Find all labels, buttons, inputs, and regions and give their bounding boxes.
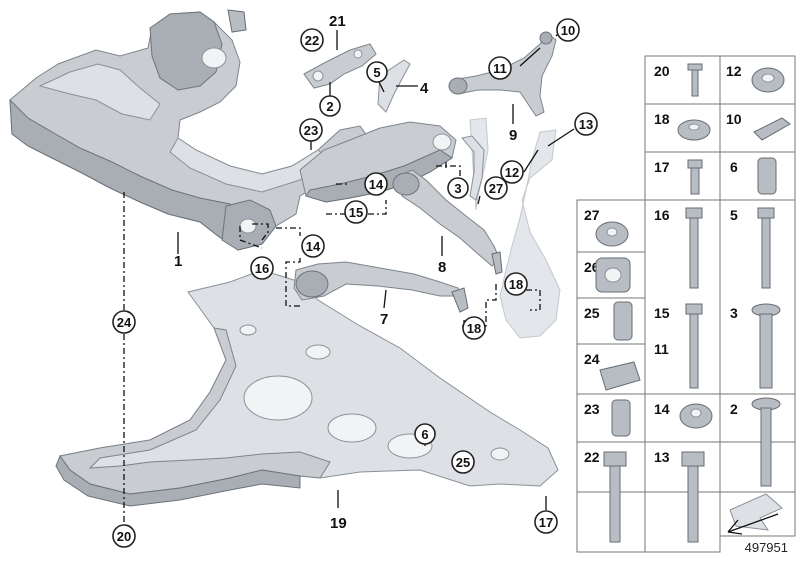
grid-label-16[interactable]: 16: [654, 207, 670, 223]
grid-label-2[interactable]: 2: [730, 401, 738, 417]
label-8[interactable]: 8: [438, 259, 446, 276]
callout-15[interactable]: 15: [349, 205, 363, 220]
grid-label-3[interactable]: 3: [730, 305, 738, 321]
front-subframe-1: [9, 9, 371, 251]
label-21[interactable]: 21: [329, 13, 346, 30]
hardware-icons: [595, 63, 791, 543]
label-4[interactable]: 4: [420, 80, 429, 97]
grid-label-6[interactable]: 6: [730, 159, 738, 175]
bracket-2-21: [303, 43, 377, 89]
diagram-id: 497951: [745, 540, 788, 555]
callout-14-lower[interactable]: 14: [306, 239, 321, 254]
callout-13[interactable]: 13: [579, 117, 593, 132]
callout-18-upper[interactable]: 18: [509, 277, 523, 292]
grid-label-14[interactable]: 14: [654, 401, 670, 417]
grid-label-23[interactable]: 23: [584, 401, 600, 417]
callout-5[interactable]: 5: [373, 65, 380, 80]
callout-6[interactable]: 6: [421, 427, 428, 442]
label-1[interactable]: 1: [174, 253, 182, 270]
callout-16[interactable]: 16: [255, 261, 269, 276]
grid-label-25[interactable]: 25: [584, 305, 600, 321]
control-arm-8: [392, 169, 503, 275]
callout-12[interactable]: 12: [505, 165, 519, 180]
grid-label-22[interactable]: 22: [584, 449, 600, 465]
grid-label-11[interactable]: 11: [654, 341, 669, 357]
grid-label-18[interactable]: 18: [654, 111, 670, 127]
callout-24[interactable]: 24: [117, 315, 132, 330]
callout-27[interactable]: 27: [489, 181, 503, 196]
link-3-27: [461, 135, 485, 201]
callout-11[interactable]: 11: [493, 61, 507, 76]
grid-label-20[interactable]: 20: [654, 63, 670, 79]
label-19[interactable]: 19: [330, 515, 347, 532]
label-7[interactable]: 7: [380, 311, 388, 328]
callout-22[interactable]: 22: [305, 33, 319, 48]
callout-25[interactable]: 25: [456, 455, 470, 470]
callout-2[interactable]: 2: [326, 99, 333, 114]
grid-label-13[interactable]: 13: [654, 449, 670, 465]
control-arm-7: [293, 261, 469, 313]
grid-label-5[interactable]: 5: [730, 207, 738, 223]
parts-grid: 20 12 18 10 17 6 27 16 5 26 25 15 3 11 2…: [576, 55, 796, 553]
grid-label-27[interactable]: 27: [584, 207, 600, 223]
callout-17[interactable]: 17: [539, 515, 553, 530]
label-9[interactable]: 9: [509, 127, 517, 144]
underbody-shield-19: [55, 269, 559, 507]
main-labels: 1 2 3 4 5 7 8 9 10 11 12 13 14 14 15 16 …: [112, 13, 598, 548]
callout-18-lower[interactable]: 18: [467, 321, 481, 336]
callout-3[interactable]: 3: [454, 181, 461, 196]
grid-label-17[interactable]: 17: [654, 159, 670, 175]
grid-label-15[interactable]: 15: [654, 305, 670, 321]
callout-20[interactable]: 20: [117, 529, 131, 544]
callout-14-upper[interactable]: 14: [369, 177, 384, 192]
callout-10[interactable]: 10: [561, 23, 575, 38]
callout-23[interactable]: 23: [304, 123, 318, 138]
grid-label-24[interactable]: 24: [584, 351, 600, 367]
grid-label-10[interactable]: 10: [726, 111, 742, 127]
grid-label-12[interactable]: 12: [726, 63, 742, 79]
